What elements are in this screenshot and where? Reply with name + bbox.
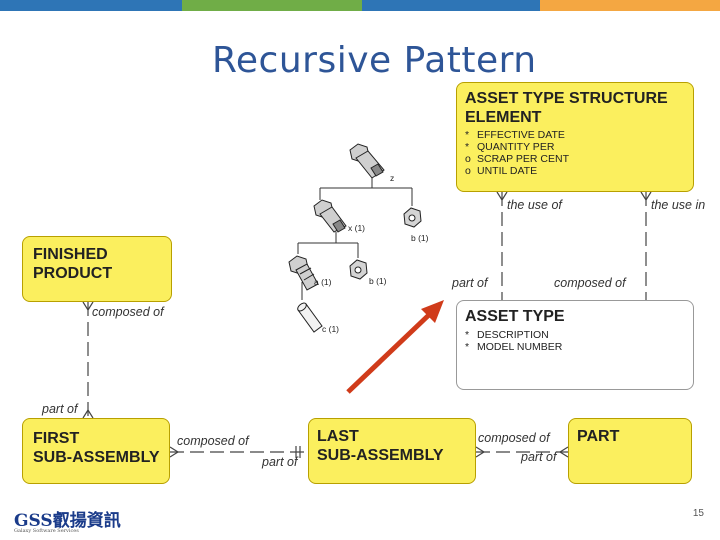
nut-b-top-icon	[403, 207, 422, 228]
label-composed-of-top: composed of	[554, 276, 626, 290]
entity-last-sub-assembly: LAST SUB-ASSEMBLY	[308, 418, 476, 484]
attribute-row: *EFFECTIVE DATE	[465, 129, 565, 141]
tree-label-b1-bottom: b (1)	[369, 276, 387, 286]
entity-name-line1: FIRST	[33, 430, 80, 447]
top-color-bar	[0, 0, 720, 11]
entity-asset-type-structure-element: ASSET TYPE STRUCTURE ELEMENT *EFFECTIVE …	[456, 82, 694, 192]
nut-b-bottom-icon	[349, 259, 368, 280]
entity-asset-type: ASSET TYPE *DESCRIPTION *MODEL NUMBER	[456, 300, 694, 390]
label-the-use-of: the use of	[507, 198, 562, 212]
tree-label-a1: a (1)	[314, 277, 332, 287]
red-arrow	[346, 300, 444, 394]
label-composed-of-fp: composed of	[92, 305, 164, 319]
entity-name-line2: ELEMENT	[465, 109, 542, 126]
first-last-connector	[169, 446, 308, 458]
entity-name-line2: PRODUCT	[33, 265, 113, 282]
label-composed-of-part: composed of	[478, 431, 550, 445]
label-composed-of-first: composed of	[177, 434, 249, 448]
entity-name-line1: FINISHED	[33, 246, 108, 263]
washer-c-icon	[297, 302, 323, 333]
last-part-connector	[475, 446, 569, 458]
entity-finished-product: FINISHED PRODUCT	[22, 236, 172, 302]
entity-name-line1: ASSET TYPE STRUCTURE	[465, 90, 668, 107]
tree-label-x1: x (1)	[348, 223, 365, 233]
top-bar-segment-blue-2	[362, 0, 540, 11]
page-number: 15	[692, 508, 704, 519]
bolt-tree-labels: z x (1) b (1) a (1) b (1) c (1)	[314, 173, 429, 334]
slide-title: Recursive Pattern	[212, 40, 537, 81]
label-part-of-part: part of	[521, 450, 557, 464]
company-logo: GSS叡揚資訊 Galaxy Software Services	[14, 511, 121, 534]
tree-label-z: z	[390, 173, 394, 183]
entity-name: PART	[577, 428, 620, 445]
attribute-row: *QUANTITY PER	[465, 141, 555, 153]
top-bar-segment-orange	[540, 0, 720, 11]
entity-name-line2: SUB-ASSEMBLY	[33, 449, 160, 466]
entity-name-line1: LAST	[317, 428, 359, 445]
top-bar-segment-blue	[0, 0, 182, 11]
bolt-tree-lines	[297, 178, 413, 300]
attribute-row: *DESCRIPTION	[465, 329, 549, 341]
label-the-use-in: the use in	[651, 198, 706, 212]
bolt-z-icon	[349, 143, 385, 179]
label-part-of-top: part of	[452, 276, 488, 290]
attribute-row: *MODEL NUMBER	[465, 341, 563, 353]
structure-asset-connectors	[496, 191, 652, 300]
entity-name: ASSET TYPE	[465, 308, 565, 325]
bolt-x-icon	[313, 199, 347, 233]
entity-part: PART	[568, 418, 692, 484]
label-part-of-fp: part of	[42, 402, 78, 416]
bolt-a-icon	[288, 255, 319, 291]
entity-first-sub-assembly: FIRST SUB-ASSEMBLY	[22, 418, 170, 484]
top-bar-segment-green	[182, 0, 362, 11]
finished-first-connector	[82, 301, 94, 419]
entity-name-line2: SUB-ASSEMBLY	[317, 447, 444, 464]
tree-label-b1-top: b (1)	[411, 233, 429, 243]
label-part-of-last: part of	[262, 455, 298, 469]
tree-label-c1: c (1)	[322, 324, 339, 334]
